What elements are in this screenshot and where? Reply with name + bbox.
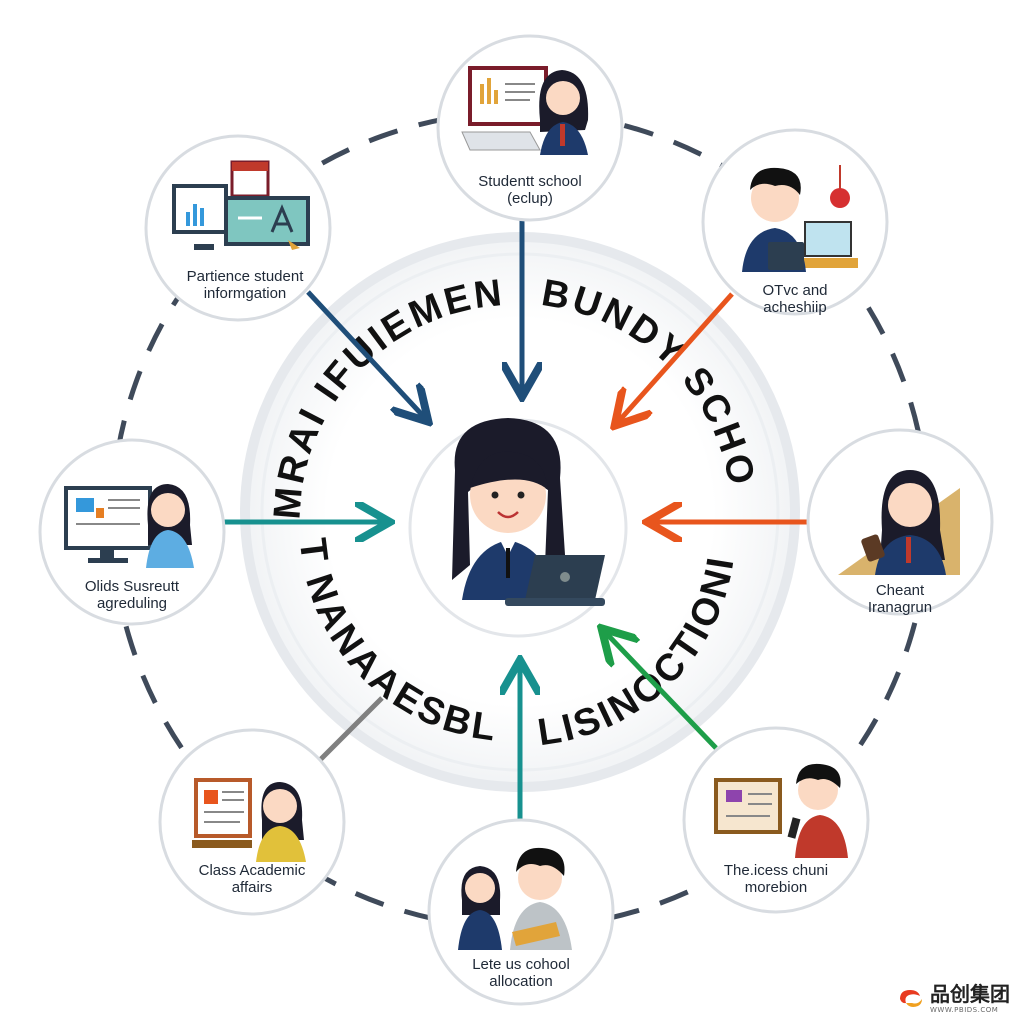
center-node [408, 418, 628, 638]
node-right[interactable] [806, 428, 994, 616]
label-bottom-line1: Lete us cohool [472, 956, 570, 973]
boy-with-tablet-icon [742, 165, 858, 272]
label-left: Olids Susreutt agreduling [32, 578, 232, 613]
node-bottom-left[interactable] [158, 728, 346, 916]
label-top-left-line1: Partience student [186, 268, 304, 285]
student-with-laptop-icon [452, 418, 605, 606]
label-bottom-right: The.icess chuni morebion [676, 862, 876, 897]
label-bottom-left: Class Academic affairs [152, 862, 352, 897]
girl-at-whiteboard-icon [192, 778, 306, 862]
label-top: Studentt school (eclup) [430, 173, 630, 208]
student-at-monitor-icon [461, 66, 589, 155]
node-bottom-right[interactable] [682, 726, 870, 914]
label-right: Cheant Iranagrun [800, 582, 1000, 617]
connector-bottom-left [310, 696, 384, 770]
node-bottom[interactable] [427, 818, 615, 1006]
label-top-right-line1: OTvc and [762, 282, 828, 299]
label-bottom: Lete us cohool allocation [421, 956, 621, 991]
label-right-line2: Iranagrun [867, 599, 933, 617]
watermark: 品创集团 WWW.PBIDS.COM [896, 984, 1010, 1014]
watermark-main-text: 品创集团 [930, 982, 1010, 1006]
watermark-sub-text: WWW.PBIDS.COM [930, 1006, 999, 1014]
label-left-line1: Olids Susreutt [84, 578, 180, 595]
label-top-right-line2: acheshiip [763, 299, 827, 317]
two-students-icon [458, 847, 572, 950]
node-top-right[interactable] [701, 128, 889, 316]
node-left[interactable] [38, 438, 226, 626]
girl-at-computer-icon [64, 484, 194, 568]
label-top-line2: (eclup) [507, 190, 553, 208]
arrow-from-top-right [618, 292, 734, 422]
label-bottom-left-line2: affairs [231, 879, 273, 897]
label-bottom-right-line1: The.icess chuni [723, 862, 829, 879]
node-top-left[interactable] [144, 134, 332, 322]
label-bottom-left-line1: Class Academic [198, 862, 306, 879]
computer-calendar-icon [172, 160, 310, 250]
node-top[interactable] [436, 34, 624, 222]
arrow-from-bottom-right [605, 632, 718, 750]
label-bottom-right-line2: morebion [744, 879, 808, 897]
arrow-from-top-left [306, 290, 425, 418]
label-top-left: Partience student informgation [145, 268, 345, 303]
brand-logo-icon [900, 990, 922, 1007]
label-top-right: OTvc and acheshiip [695, 282, 895, 317]
label-top-line1: Studentt school [478, 173, 582, 190]
boy-with-presentation-icon [714, 763, 848, 858]
label-left-line2: agreduling [96, 595, 168, 613]
label-right-line1: Cheant [875, 582, 925, 599]
label-bottom-line2: allocation [489, 973, 553, 991]
label-top-left-line2: informgation [203, 285, 287, 303]
girl-holding-phone-icon [838, 470, 960, 575]
